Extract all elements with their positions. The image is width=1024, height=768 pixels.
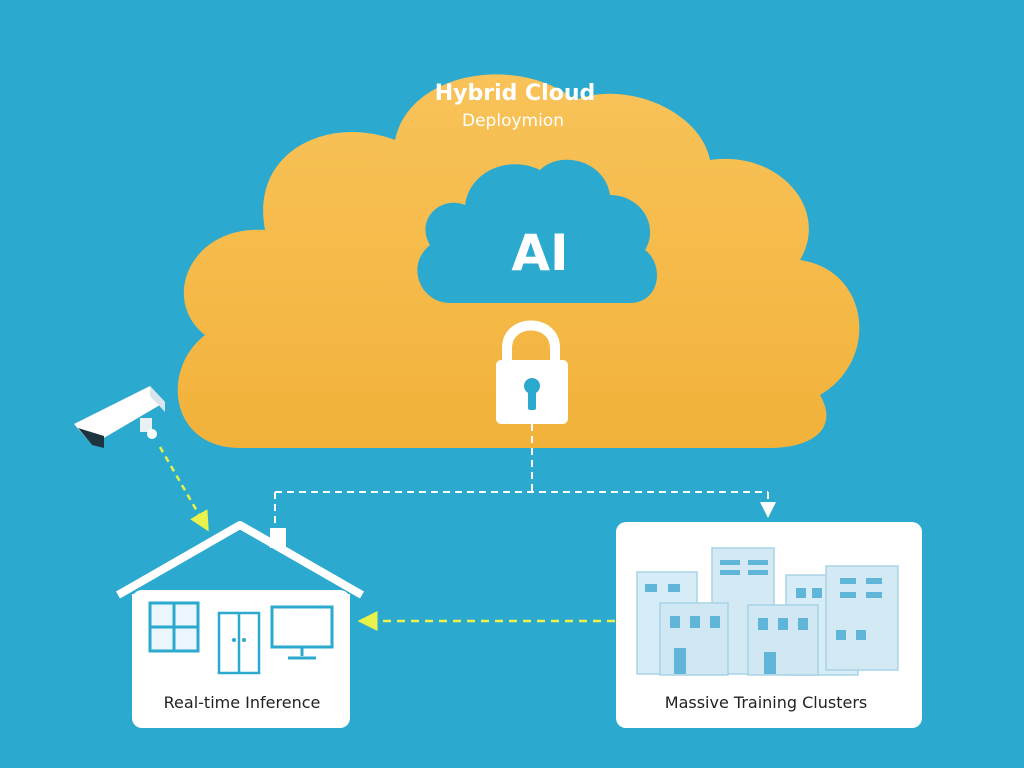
training-cluster-label: Massive Training Clusters [665, 693, 867, 712]
edge-inference-label: Real-time Inference [164, 693, 321, 712]
ai-cloud-shape [417, 159, 657, 303]
house-icon [116, 521, 364, 686]
buildings-icon [636, 547, 899, 676]
padlock-icon [496, 320, 568, 424]
cloud-connector-lines [274, 424, 776, 528]
cloud-title: Hybrid Cloud [435, 81, 596, 106]
camera-to-house-connector [158, 446, 209, 532]
ai-label: AI [511, 224, 568, 282]
cloud-subtitle: Deploymion [462, 111, 564, 131]
security-camera-icon [74, 386, 165, 448]
